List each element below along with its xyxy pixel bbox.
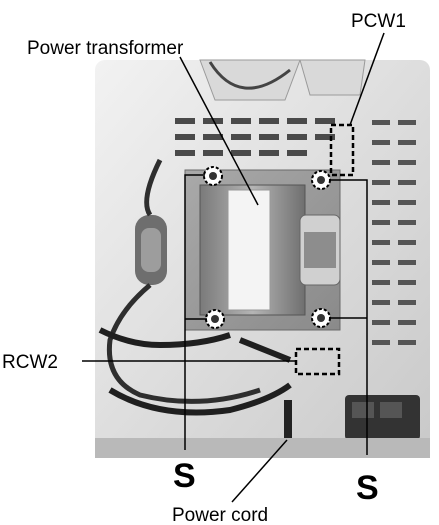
label-screw-left: S: [173, 457, 196, 495]
leader-pcw1: [349, 32, 385, 126]
lower-wiring: [98, 327, 292, 416]
label-pcw1: PCW1: [351, 11, 406, 32]
label-rcw2: RCW2: [2, 352, 58, 373]
leader-screw-right: [329, 179, 368, 455]
top-cutouts: [199, 59, 366, 101]
leader-power-transformer: [179, 56, 259, 206]
bottom-strip: [95, 438, 430, 458]
screw-bottom-left-icon: [205, 309, 225, 329]
screw-bottom-right-icon: [311, 308, 331, 328]
label-screw-right: S: [356, 469, 379, 507]
appliance-photo: [95, 59, 430, 458]
leader-screw-left: [184, 174, 205, 450]
vent-slots-top: [175, 118, 335, 156]
vent-slots-right: [372, 120, 416, 345]
left-wires: [106, 158, 261, 404]
top-wire: [208, 61, 291, 90]
label-power-cord: Power cord: [172, 505, 268, 525]
screw-top-right-icon: [311, 170, 331, 190]
leader-lines: [82, 32, 385, 503]
transformer-label: [227, 189, 271, 311]
label-power-transformer: Power transformer: [27, 38, 184, 59]
pcw1-outline: [329, 123, 355, 177]
leader-power-cord: [231, 439, 288, 503]
screw-top-left-icon: [203, 166, 223, 186]
